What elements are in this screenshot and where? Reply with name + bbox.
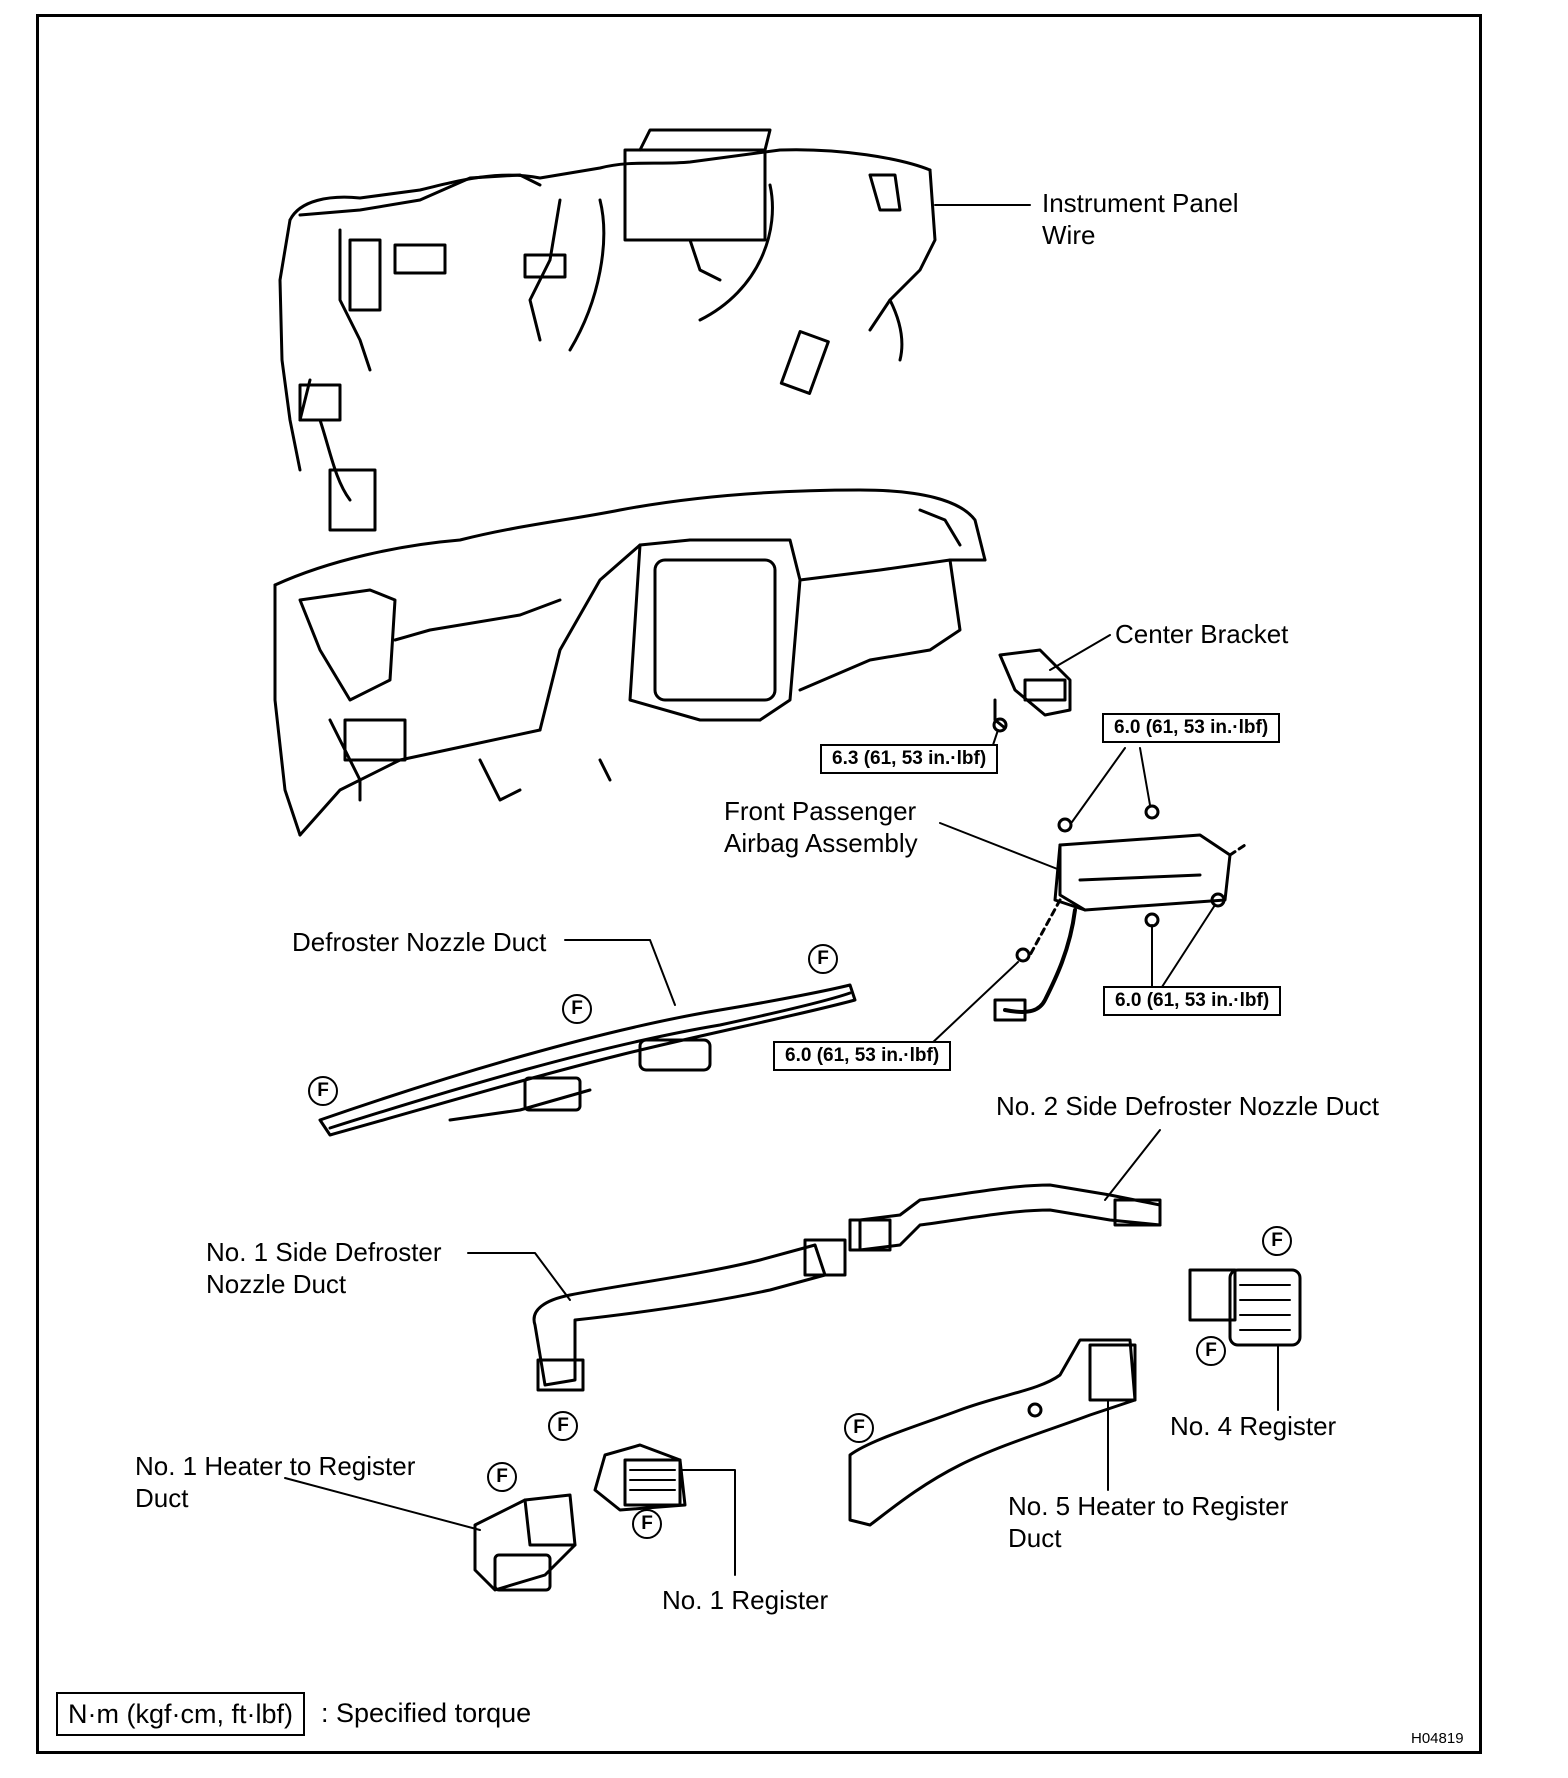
no2-side-defroster-duct-drawing <box>848 1183 1162 1252</box>
no5-heater-duct-drawing <box>848 1338 1137 1527</box>
center-bracket-label: Center Bracket <box>1115 619 1289 649</box>
airbag-leader <box>939 822 1061 871</box>
no1-heater-duct-leader <box>284 1477 481 1531</box>
no5-heater-duct-label-line1: No. 5 Heater to Register <box>1008 1491 1289 1521</box>
torque-box-center-bracket: 6.3 (61, 53 in.·lbf) <box>820 744 999 774</box>
fastener-mark: F <box>844 1413 874 1443</box>
no1-heater-duct-drawing <box>473 1493 577 1592</box>
front-passenger-airbag-label-line1: Front Passenger <box>724 796 917 826</box>
no1-register-label: No. 1 Register <box>662 1585 829 1615</box>
torque-box-airbag-left: 6.0 (61, 53 in.·lbf) <box>773 1041 952 1071</box>
fastener-mark: F <box>548 1411 578 1441</box>
fastener-mark: F <box>632 1509 662 1539</box>
no1-side-defroster-leader <box>467 1252 571 1301</box>
airbag-top-torque-leaders <box>1071 747 1151 823</box>
no2-side-defroster-leader <box>1104 1129 1161 1201</box>
no1-register-leader <box>679 1469 736 1576</box>
instrument-panel-wire-drawing <box>278 128 937 532</box>
defroster-nozzle-duct-label: Defroster Nozzle Duct <box>292 927 547 957</box>
no4-register-drawing <box>1188 1268 1302 1347</box>
torque-box-airbag-right: 6.0 (61, 53 in.·lbf) <box>1103 986 1282 1016</box>
defroster-duct-leader <box>564 939 676 1006</box>
no2-side-defroster-label: No. 2 Side Defroster Nozzle Duct <box>996 1091 1379 1121</box>
front-passenger-airbag-label: Front Passenger Airbag Assembly <box>724 795 918 859</box>
fastener-mark: F <box>1196 1336 1226 1366</box>
instrument-panel-drawing <box>273 488 987 837</box>
instrument-panel-wire-label: Instrument Panel Wire <box>1042 187 1239 251</box>
airbag-right-torque-leaders <box>1151 904 1216 991</box>
no1-heater-duct-label: No. 1 Heater to Register Duct <box>135 1450 415 1514</box>
instrument-panel-wire-label-line2: Wire <box>1042 220 1096 250</box>
no1-side-defroster-label-line2: Nozzle Duct <box>206 1269 347 1299</box>
fastener-mark: F <box>562 994 592 1024</box>
instrument-panel-wire-label-line1: Instrument Panel <box>1042 188 1239 218</box>
no4-register-label: No. 4 Register <box>1170 1411 1337 1441</box>
fastener-mark: F <box>808 944 838 974</box>
airbag-left-torque-leader <box>929 961 1019 1046</box>
no5-heater-duct-label-line2: Duct <box>1008 1523 1062 1553</box>
defroster-nozzle-duct-drawing <box>318 983 857 1137</box>
fastener-mark: F <box>487 1462 517 1492</box>
no5-heater-duct-label: No. 5 Heater to Register Duct <box>1008 1490 1288 1554</box>
fastener-mark: F <box>1262 1226 1292 1256</box>
fastener-mark: F <box>308 1076 338 1106</box>
no1-side-defroster-label-line1: No. 1 Side Defroster <box>206 1237 442 1267</box>
front-passenger-airbag-label-line2: Airbag Assembly <box>724 828 918 858</box>
no1-side-defroster-duct-drawing <box>532 1238 847 1392</box>
diagram-frame <box>36 14 1482 1754</box>
torque-legend-text: : Specified torque <box>321 1698 532 1728</box>
no1-side-defroster-label: No. 1 Side Defroster Nozzle Duct <box>206 1236 442 1300</box>
center-bracket-drawing <box>992 648 1072 733</box>
no1-heater-duct-label-line1: No. 1 Heater to Register <box>135 1451 416 1481</box>
torque-legend-box: N·m (kgf·cm, ft·lbf) <box>56 1692 305 1736</box>
no1-heater-duct-label-line2: Duct <box>135 1483 189 1513</box>
no1-register-drawing <box>593 1443 687 1512</box>
center-bracket-leader <box>1049 634 1111 671</box>
airbag-assembly-drawing <box>993 804 1247 1022</box>
torque-box-airbag-top: 6.0 (61, 53 in.·lbf) <box>1102 713 1281 743</box>
figure-id: H04819 <box>1411 1730 1464 1747</box>
